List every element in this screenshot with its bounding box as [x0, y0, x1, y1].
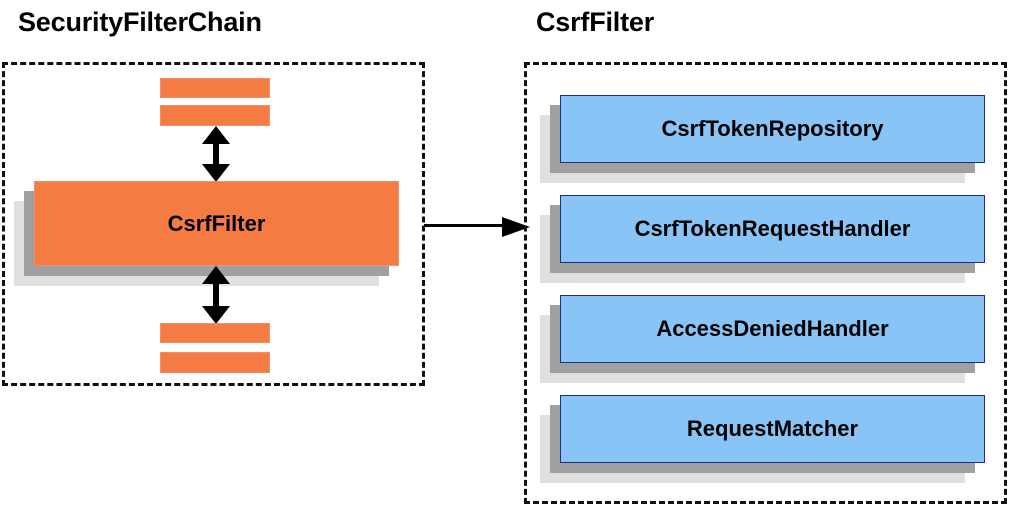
left-panel-title: SecurityFilterChain — [18, 7, 262, 37]
arrow-head-up-icon — [202, 266, 230, 284]
chain-arrow-below — [202, 266, 230, 324]
csrf-filter-label: CsrfFilter — [34, 181, 399, 266]
security-filter-chain-panel — [2, 62, 425, 386]
collaborator-label: CsrfTokenRequestHandler — [560, 195, 985, 263]
arrow-head-right-icon — [502, 217, 530, 237]
collaborator-label: AccessDeniedHandler — [560, 295, 985, 363]
collaborator-label: CsrfTokenRepository — [560, 95, 985, 163]
arrow-head-down-icon — [202, 306, 230, 324]
filter-bar-below-1-face — [160, 323, 270, 343]
collaborator-node-csrf-token-request-handler[interactable]: CsrfTokenRequestHandler — [540, 195, 985, 283]
connector-arrow — [424, 217, 530, 237]
filter-bar-above-2-face — [160, 105, 270, 126]
collaborator-node-access-denied-handler[interactable]: AccessDeniedHandler — [540, 295, 985, 383]
filter-bar-above-1-face — [160, 78, 270, 98]
right-panel-title: CsrfFilter — [536, 7, 655, 37]
arrow-head-down-icon — [202, 164, 230, 182]
collaborator-label: RequestMatcher — [560, 395, 985, 463]
arrow-head-up-icon — [202, 126, 230, 144]
filter-bar-below-2-face — [160, 352, 270, 373]
filter-bar-above-1 — [160, 78, 270, 98]
arrow-stem — [213, 278, 219, 312]
arrow-stem — [213, 138, 219, 170]
collaborator-node-csrf-token-repository[interactable]: CsrfTokenRepository — [540, 95, 985, 183]
chain-arrow-above — [202, 126, 230, 182]
filter-bar-above-2 — [160, 105, 270, 126]
filter-bar-below-1 — [160, 323, 270, 343]
csrf-filter-detail-panel — [524, 62, 1007, 504]
connector-arrow-stem — [424, 224, 504, 227]
csrf-filter-node[interactable]: CsrfFilter — [14, 181, 399, 286]
collaborator-node-request-matcher[interactable]: RequestMatcher — [540, 395, 985, 483]
filter-bar-below-2 — [160, 352, 270, 373]
